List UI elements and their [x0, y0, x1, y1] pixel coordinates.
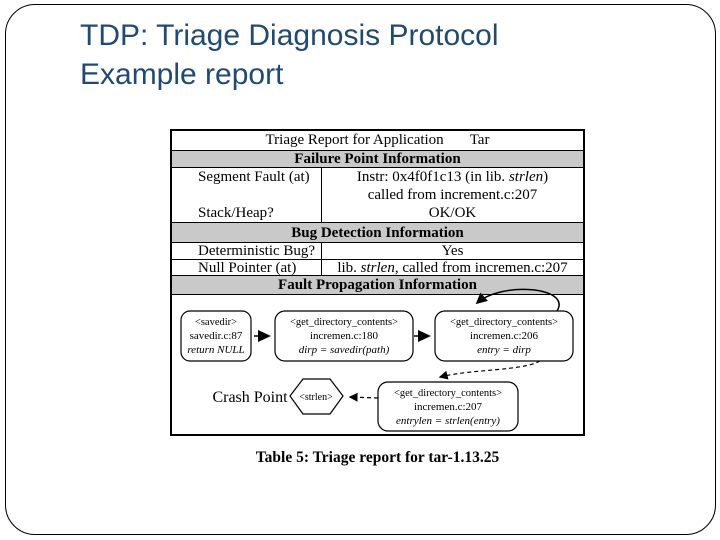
crash-point-label: Crash Point — [212, 389, 288, 406]
slide-title: TDP: Triage Diagnosis Protocol Example r… — [80, 16, 660, 94]
figure-caption: Table 5: Triage report for tar-1.13.25 — [255, 449, 500, 466]
arrow-180-to-206 — [414, 330, 431, 342]
failure-values-cell: Instr: 0x4f0f1c13 (in lib. strlen) calle… — [322, 168, 583, 222]
node-180-loc: incremen.c:180 — [310, 330, 379, 342]
node-incremen-207: <get_directory_contents> incremen.c:207 … — [377, 381, 519, 432]
node-206-loc: incremen.c:206 — [470, 330, 539, 342]
node-180-expr: dirp = savedir(path) — [299, 344, 390, 356]
node-incremen-180: <get_directory_contents> incremen.c:180 … — [274, 310, 414, 362]
null-pointer-lib-name: strlen — [360, 260, 395, 276]
table-row-deterministic-bug: Deterministic Bug? Yes — [172, 242, 583, 259]
node-strlen-hexagon: <strlen> — [289, 378, 344, 415]
node-206-title: <get_directory_contents> — [450, 317, 558, 328]
deterministic-bug-value: Yes — [441, 243, 464, 259]
node-207-loc: incremen.c:207 — [414, 401, 483, 413]
null-pointer-value: lib. strlen, called from incremen.c:207 — [337, 260, 568, 276]
fault-propagation-diagram: <savedir> savedir.c:87 return NULL <get_… — [172, 288, 583, 434]
section-header-bug-detection: Bug Detection Information — [172, 222, 583, 242]
node-206-expr: entry = dirp — [477, 344, 531, 356]
slide-title-line1: TDP: Triage Diagnosis Protocol — [80, 19, 499, 52]
triage-report-table: Triage Report for Application Tar Failur… — [170, 129, 585, 436]
node-savedir-expr: return NULL — [187, 344, 244, 356]
table-row-application: Triage Report for Application Tar — [172, 131, 583, 150]
instr-value-line1: Instr: 0x4f0f1c13 (in lib. strlen) — [356, 169, 549, 185]
node-savedir-loc: savedir.c:87 — [190, 330, 243, 342]
segment-fault-label: Segment Fault (at) — [198, 169, 310, 185]
application-row-label: Triage Report for Application — [265, 132, 444, 148]
instr-value-line2: called from increment.c:207 — [367, 187, 538, 203]
deterministic-bug-label: Deterministic Bug? — [172, 243, 322, 259]
node-207-expr: entrylen = strlen(entry) — [396, 415, 500, 427]
node-incremen-206: <get_directory_contents> incremen.c:206 … — [434, 310, 574, 362]
arrow-savedir-to-180 — [254, 330, 271, 342]
failure-labels-cell: Segment Fault (at) Stack/Heap? — [172, 168, 322, 222]
loop-arrow-206 — [475, 288, 560, 312]
node-180-title: <get_directory_contents> — [290, 317, 398, 328]
arrow-207-to-strlen — [348, 392, 379, 402]
instr-lib-name: strlen — [508, 169, 544, 185]
application-name: Tar — [469, 132, 490, 148]
section-header-failure-point: Failure Point Information — [172, 150, 583, 167]
null-pointer-label: Null Pointer (at) — [172, 260, 322, 276]
propagation-graph: <savedir> savedir.c:87 return NULL <get_… — [180, 288, 574, 432]
node-savedir: <savedir> savedir.c:87 return NULL — [180, 310, 252, 362]
section-header-fault-propagation: Fault Propagation Information — [172, 275, 583, 294]
node-207-title: <get_directory_contents> — [394, 388, 502, 399]
strlen-hexagon-label: <strlen> — [299, 392, 333, 403]
table-row-null-pointer: Null Pointer (at) lib. strlen, called fr… — [172, 259, 583, 276]
stack-heap-value: OK/OK — [428, 205, 477, 221]
arrow-206-to-207 — [438, 360, 541, 380]
slide-title-line2: Example report — [80, 58, 284, 91]
table-row-segment-fault: Segment Fault (at) Stack/Heap? Instr: 0x… — [172, 167, 583, 222]
node-savedir-title: <savedir> — [195, 317, 237, 328]
stack-heap-label: Stack/Heap? — [198, 205, 274, 221]
